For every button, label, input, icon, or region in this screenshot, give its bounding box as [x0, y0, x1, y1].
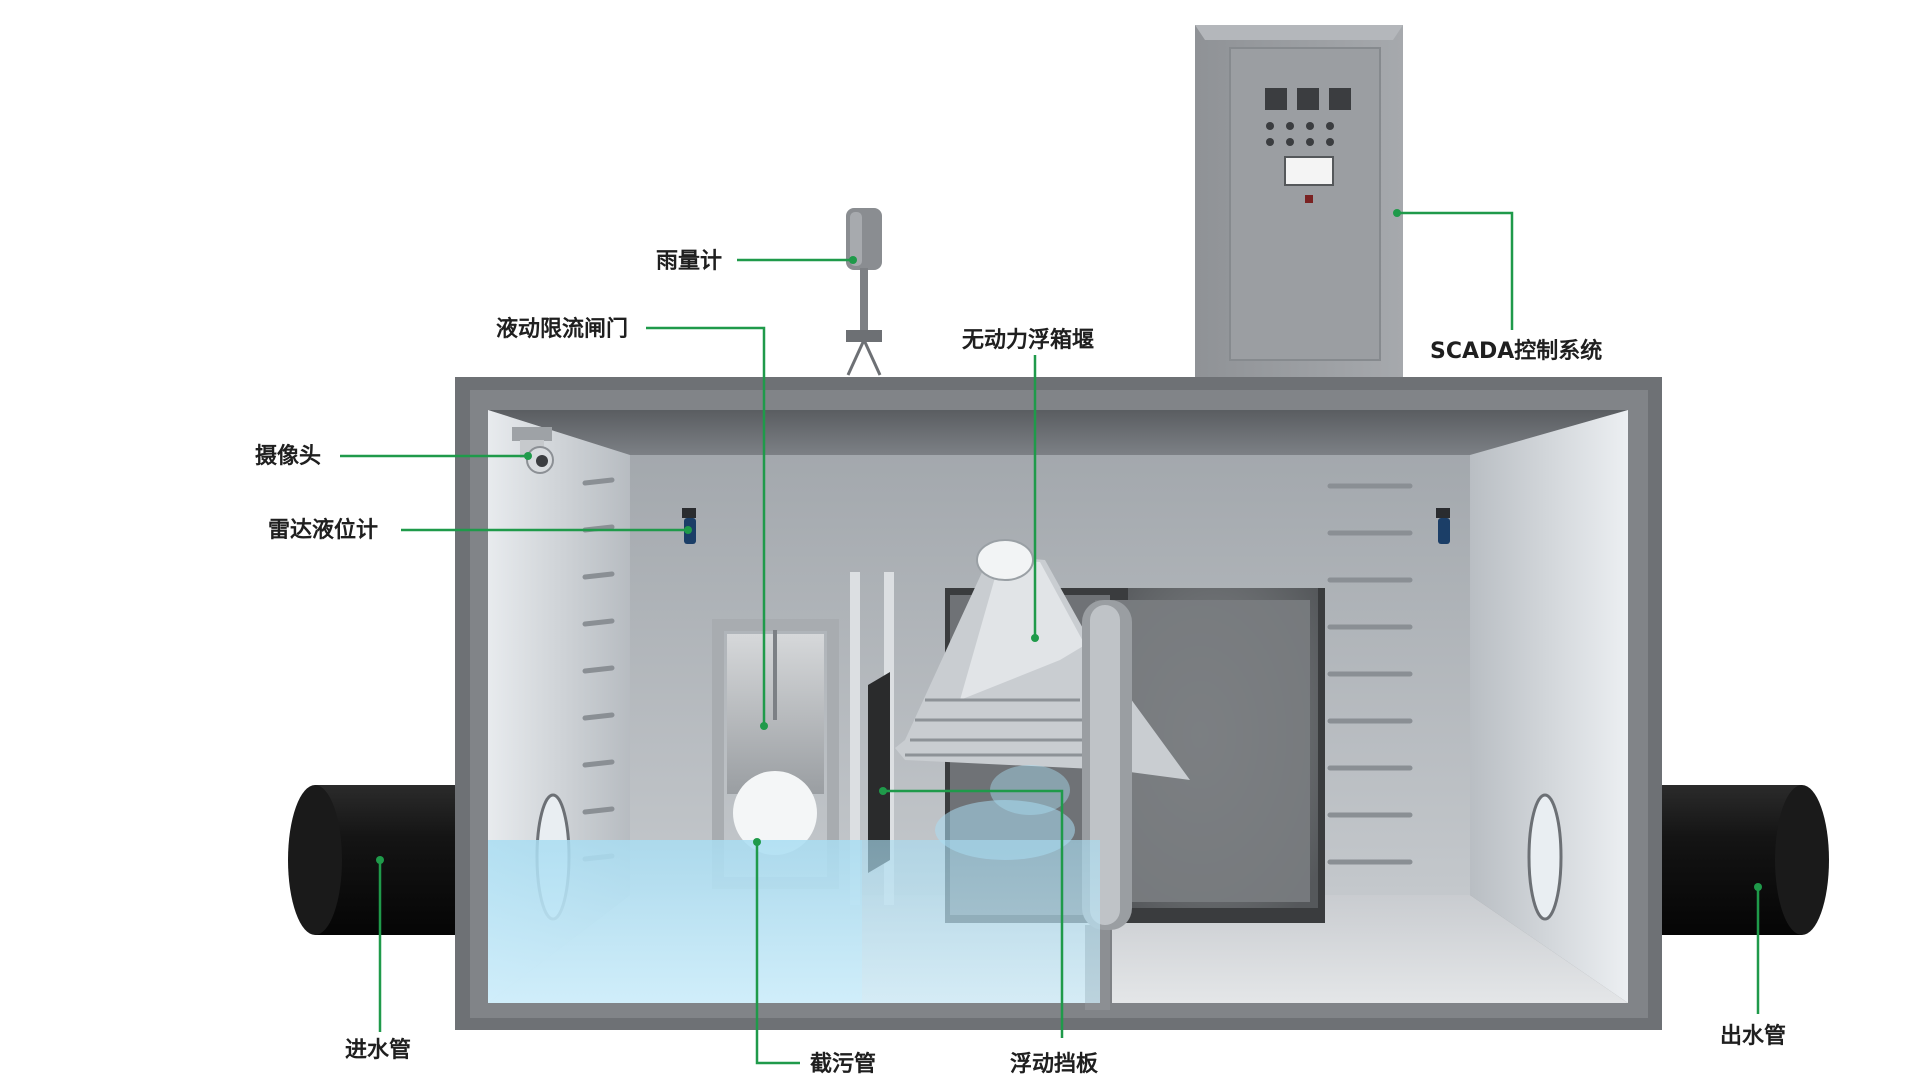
label-float-baffle: 浮动挡板 [1010, 1051, 1099, 1077]
guide-post-1 [850, 572, 860, 905]
label-outlet-pipe: 出水管 [1720, 1023, 1786, 1049]
water [488, 765, 1100, 1003]
outlet-opening [1527, 793, 1563, 921]
label-interception-pipe: 截污管 [810, 1051, 876, 1077]
labels: 雨量计 液动限流闸门 无动力浮箱堰 SCADA控制系统 摄像头 雷达液位计 进水… [255, 249, 1786, 1077]
outlet-pipe-shape [1662, 785, 1829, 935]
float-baffle-plate [868, 672, 890, 873]
right-wall [1470, 410, 1628, 1003]
label-radar-level: 雷达液位计 [268, 517, 378, 543]
ceiling [488, 410, 1628, 455]
label-hydraulic-gate: 液动限流闸门 [496, 316, 628, 342]
label-float-weir: 无动力浮箱堰 [962, 327, 1094, 353]
label-camera: 摄像头 [255, 443, 321, 469]
radar-level-device-right [1436, 508, 1450, 544]
label-rain-gauge: 雨量计 [656, 249, 722, 274]
scada-cabinet [1195, 25, 1403, 377]
leader-lines [340, 211, 1760, 1065]
ladder-right [1327, 483, 1413, 865]
inlet-pipe-shape [288, 785, 455, 935]
leader-dots [376, 209, 1762, 891]
radar-level-device-left [682, 508, 696, 544]
label-inlet-pipe: 进水管 [345, 1037, 411, 1063]
rain-gauge-device [846, 208, 882, 376]
label-scada: SCADA控制系统 [1430, 338, 1602, 364]
